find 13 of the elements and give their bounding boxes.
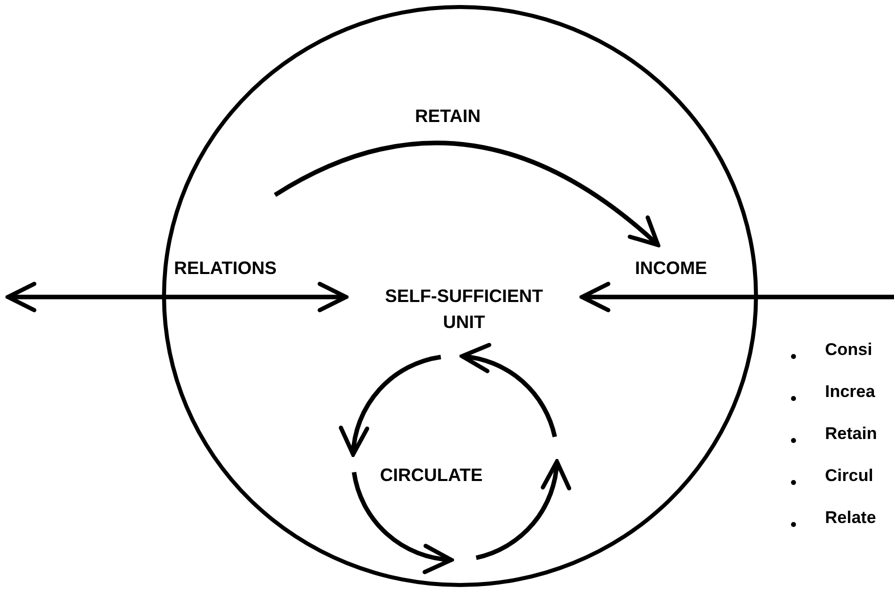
list-item: Increa — [825, 382, 876, 402]
diagram-label: CIRCULATE — [380, 465, 483, 486]
node-label: SELF-SUFFICIENT UNIT — [346, 281, 582, 337]
list-item: Retain — [825, 424, 877, 444]
arrow — [580, 282, 894, 312]
outer-circle — [162, 5, 758, 587]
edge-label: RELATIONS — [174, 258, 277, 279]
edge-label: INCOME — [635, 258, 707, 279]
list-item: Circul — [825, 466, 874, 486]
diagram-label: RETAIN — [415, 106, 481, 127]
list-item: Relate — [825, 508, 876, 528]
arrow — [6, 282, 348, 312]
list-item: Consi — [825, 340, 872, 360]
